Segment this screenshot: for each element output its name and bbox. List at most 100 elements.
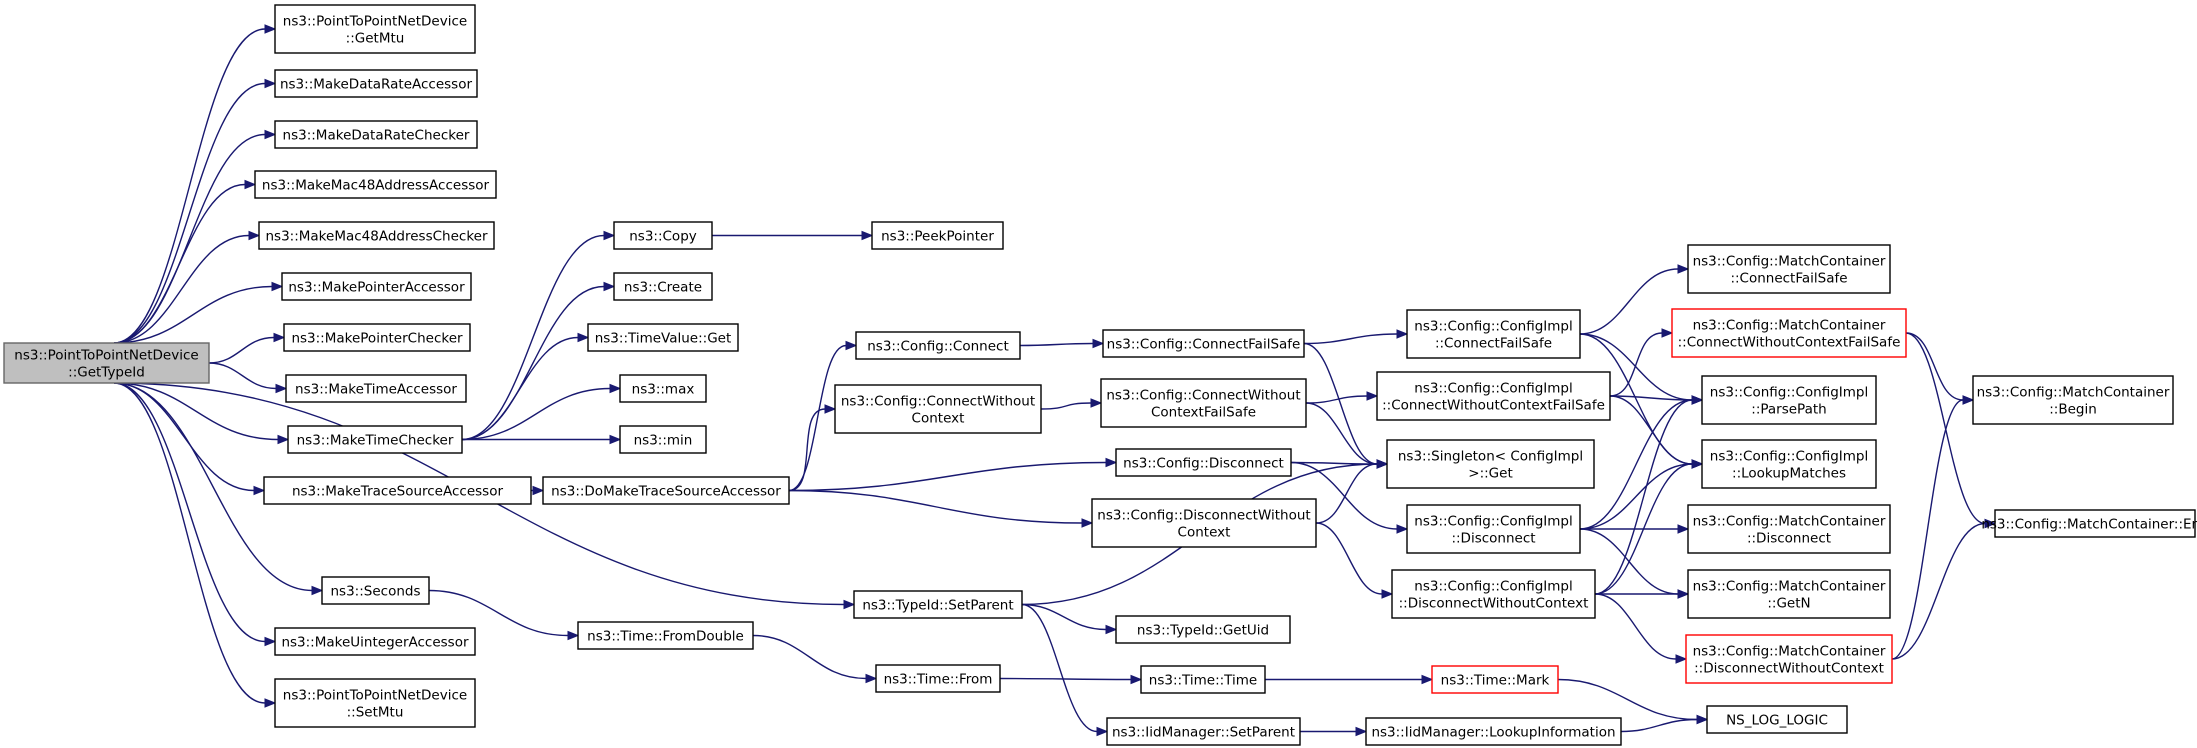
edge-cicwcfs-to-cilookup [1609, 395, 1693, 465]
edge-cconnwc-to-ccwcfs [1040, 402, 1092, 410]
node-cicwcfs[interactable]: ns3::Config::ConfigImpl::ConnectWithoutC… [1376, 371, 1611, 421]
arrowhead-cidisc-to-mcdisc [1677, 524, 1690, 534]
node-setmtu[interactable]: ns3::PointToPointNetDevice::SetMtu [274, 678, 476, 728]
edge-root-to-mua [113, 382, 266, 643]
node-mpa[interactable]: ns3::MakePointerAccessor [281, 272, 472, 301]
node-mcgetn[interactable]: ns3::Config::MatchContainer::GetN [1687, 569, 1891, 619]
node-ccwcfs[interactable]: ns3::Config::ConnectWithoutContextFailSa… [1100, 378, 1307, 428]
node-box [274, 4, 476, 54]
node-timemark[interactable]: ns3::Time::Mark [1431, 665, 1559, 694]
edge-cicwcfs-to-ciparse [1609, 395, 1693, 401]
node-root[interactable]: ns3::PointToPointNetDevice::GetTypeId [3, 342, 210, 384]
node-dmtsa[interactable]: ns3::DoMakeTraceSourceAccessor [542, 476, 790, 505]
node-tidsp[interactable]: ns3::TypeId::SetParent [853, 590, 1023, 619]
node-seconds[interactable]: ns3::Seconds [321, 576, 430, 605]
node-box [1687, 244, 1891, 294]
node-box [1701, 439, 1877, 489]
node-box [1140, 665, 1266, 694]
node-box [875, 664, 1001, 693]
arrowhead-root-to-mmaa [244, 179, 257, 190]
edge-seconds-to-fromdouble [428, 589, 569, 637]
node-mcdiscwc[interactable]: ns3::Config::MatchContainer::DisconnectW… [1685, 634, 1893, 684]
node-mta[interactable]: ns3::MakeTimeAccessor [285, 374, 467, 403]
node-mccfs[interactable]: ns3::Config::MatchContainer::ConnectFail… [1687, 244, 1891, 294]
node-label: ::ConnectFailSafe [1435, 336, 1552, 352]
edge-mcdiscwc-to-mcbegin [1891, 399, 1964, 660]
node-label: ::GetN [1767, 596, 1810, 612]
node-timetime[interactable]: ns3::Time::Time [1140, 665, 1266, 694]
node-fromdouble[interactable]: ns3::Time::FromDouble [577, 621, 754, 650]
node-box [871, 221, 1004, 250]
node-mtc[interactable]: ns3::MakeTimeChecker [287, 425, 463, 454]
node-label: ns3::Config::MatchContainer [1977, 385, 2170, 401]
node-label: ns3::Config::ConnectFailSafe [1107, 337, 1301, 353]
node-cidiscwc[interactable]: ns3::Config::ConfigImpl::DisconnectWitho… [1391, 569, 1596, 619]
node-peek[interactable]: ns3::PeekPointer [871, 221, 1004, 250]
node-mdra[interactable]: ns3::MakeDataRateAccessor [274, 69, 478, 98]
node-label: ns3::PointToPointNetDevice [283, 688, 467, 704]
node-ccfs[interactable]: ns3::Config::ConnectFailSafe [1102, 329, 1305, 358]
node-mcdisc[interactable]: ns3::Config::MatchContainer::Disconnect [1687, 504, 1891, 554]
node-getmtu[interactable]: ns3::PointToPointNetDevice::GetMtu [274, 4, 476, 54]
edge-root-to-mmac [113, 234, 250, 344]
edge-cicwcfs-to-mccwcfs [1609, 332, 1663, 397]
node-label: ns3::Config::ConnectWithout [841, 394, 1035, 410]
node-copy[interactable]: ns3::Copy [613, 221, 713, 250]
node-min[interactable]: ns3::min [619, 425, 707, 454]
node-max[interactable]: ns3::max [619, 374, 707, 403]
node-label: ns3::Config::MatchContainer [1693, 318, 1886, 334]
node-cconnect[interactable]: ns3::Config::Connect [855, 331, 1021, 360]
node-cconnwc[interactable]: ns3::Config::ConnectWithoutContext [834, 384, 1042, 434]
node-mcbegin[interactable]: ns3::Config::MatchContainer::Begin [1972, 375, 2174, 425]
node-cdiscwc[interactable]: ns3::Config::DisconnectWithoutContext [1091, 498, 1317, 548]
node-mtsa[interactable]: ns3::MakeTraceSourceAccessor [263, 476, 532, 505]
arrowhead-root-to-mua [264, 636, 277, 647]
arrowhead-copy-to-peek [861, 230, 874, 241]
node-box [1091, 498, 1317, 548]
node-timefrom[interactable]: ns3::Time::From [875, 664, 1001, 693]
edge-dmtsa-to-cconnect [788, 344, 847, 492]
node-cdisc[interactable]: ns3::Config::Disconnect [1115, 448, 1292, 477]
arrowhead-mtc-to-max [609, 383, 622, 394]
node-mcend[interactable]: ns3::Config::MatchContainer::End [1981, 509, 2197, 538]
node-label: ns3::Config::MatchContainer [1693, 514, 1886, 530]
node-label: ns3::MakeUintegerAccessor [281, 635, 469, 651]
arrowhead-tidsp-to-singleton [1376, 459, 1389, 469]
node-label: ns3::max [632, 382, 695, 398]
node-ciparse[interactable]: ns3::Config::ConfigImpl::ParsePath [1701, 375, 1877, 425]
node-nslog[interactable]: NS_LOG_LOGIC [1706, 705, 1848, 734]
node-mmaa[interactable]: ns3::MakeMac48AddressAccessor [254, 170, 497, 199]
node-label: Context [1178, 525, 1231, 541]
node-mpc[interactable]: ns3::MakePointerChecker [283, 323, 471, 352]
node-singleton[interactable]: ns3::Singleton< ConfigImpl >::Get [1386, 439, 1595, 489]
node-label: ns3::Time::From [884, 672, 993, 688]
edge-cdisc-to-cidisc [1290, 461, 1398, 530]
node-mdrc[interactable]: ns3::MakeDataRateChecker [274, 120, 478, 149]
edge-cconnect-to-ccfs [1019, 342, 1094, 347]
arrowhead-ccfs-to-cicfs [1396, 329, 1409, 339]
edge-mtc-to-tvget [461, 336, 579, 441]
node-iidlookup[interactable]: ns3::IidManager::LookupInformation [1365, 717, 1622, 746]
node-label: ::ConnectFailSafe [1730, 271, 1847, 287]
node-label: ::DisconnectWithoutContext [1399, 596, 1589, 612]
node-create[interactable]: ns3::Create [613, 272, 713, 301]
arrowhead-timetime-to-timemark [1421, 674, 1434, 685]
node-iidsp[interactable]: ns3::IidManager::SetParent [1106, 717, 1301, 746]
arrowhead-cconnect-to-ccfs [1092, 338, 1105, 349]
node-tvget[interactable]: ns3::TimeValue::Get [587, 323, 739, 352]
node-mua[interactable]: ns3::MakeUintegerAccessor [274, 627, 476, 656]
node-label: ns3::MakeMac48AddressChecker [265, 229, 487, 245]
node-tidgetuid[interactable]: ns3::TypeId::GetUid [1115, 615, 1291, 644]
node-label: ::ConnectWithoutContextFailSafe [1678, 335, 1901, 351]
arrowhead-root-to-setmtu [264, 698, 277, 708]
node-label: ::DisconnectWithoutContext [1694, 661, 1884, 677]
node-mccwcfs[interactable]: ns3::Config::MatchContainer::ConnectWith… [1671, 308, 1907, 358]
arrowhead-root-to-mpc [273, 332, 286, 343]
edge-mcdiscwc-to-mcend [1891, 522, 1986, 660]
node-cidisc[interactable]: ns3::Config::ConfigImpl::Disconnect [1406, 504, 1581, 554]
node-mmac[interactable]: ns3::MakeMac48AddressChecker [258, 221, 495, 250]
node-cicfs[interactable]: ns3::Config::ConfigImpl::ConnectFailSafe [1406, 309, 1581, 359]
node-cilookup[interactable]: ns3::Config::ConfigImpl::LookupMatches [1701, 439, 1877, 489]
node-box [1115, 448, 1292, 477]
edge-root-to-mtsa [113, 382, 255, 492]
